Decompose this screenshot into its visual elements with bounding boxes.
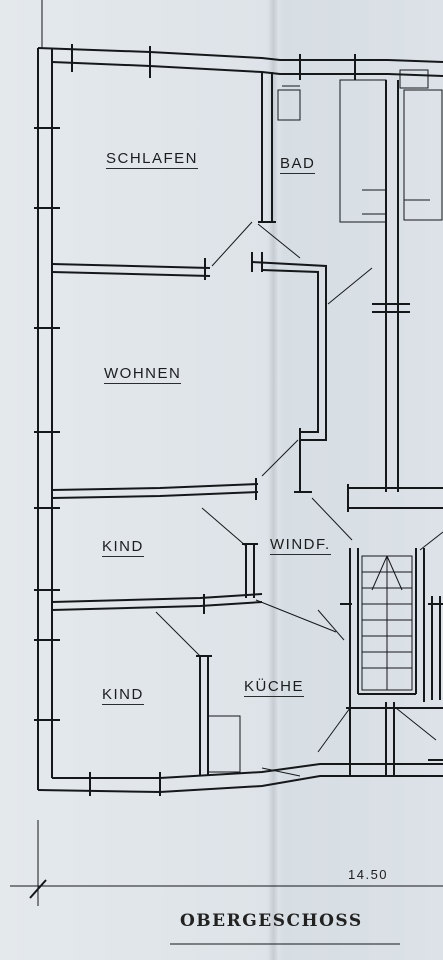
door-swings <box>155 221 443 777</box>
wall-kind-kueche <box>196 655 241 776</box>
wall-bad <box>258 72 301 223</box>
outer-wall-left <box>37 0 53 790</box>
floor-title: OBERGESCHOSS <box>180 911 363 931</box>
room-label-windfang: WINDF. <box>270 536 331 555</box>
room-label-schlafen: SCHLAFEN <box>106 150 199 169</box>
wall-right-structure <box>339 69 443 512</box>
paper-fold <box>268 0 284 960</box>
wall-schlafen-wohnen <box>51 258 211 280</box>
left-wall-ticks <box>34 127 60 721</box>
room-label-kind-2: KIND <box>102 686 144 705</box>
wall-kind-kind <box>51 543 263 614</box>
wall-corridor <box>251 252 327 493</box>
room-label-wohnen: WOHNEN <box>104 365 182 384</box>
room-label-bad: BAD <box>280 155 316 174</box>
wall-lower-right <box>346 702 443 776</box>
wall-wohnen-kind <box>51 478 259 500</box>
room-label-kind-1: KIND <box>102 538 144 557</box>
dimension-label: 14.50 <box>348 867 389 882</box>
outer-wall-bottom <box>37 763 443 796</box>
outer-wall-top <box>37 44 443 80</box>
dimension-line <box>10 820 443 906</box>
stair <box>340 548 443 702</box>
room-label-kueche: KÜCHE <box>244 678 305 697</box>
